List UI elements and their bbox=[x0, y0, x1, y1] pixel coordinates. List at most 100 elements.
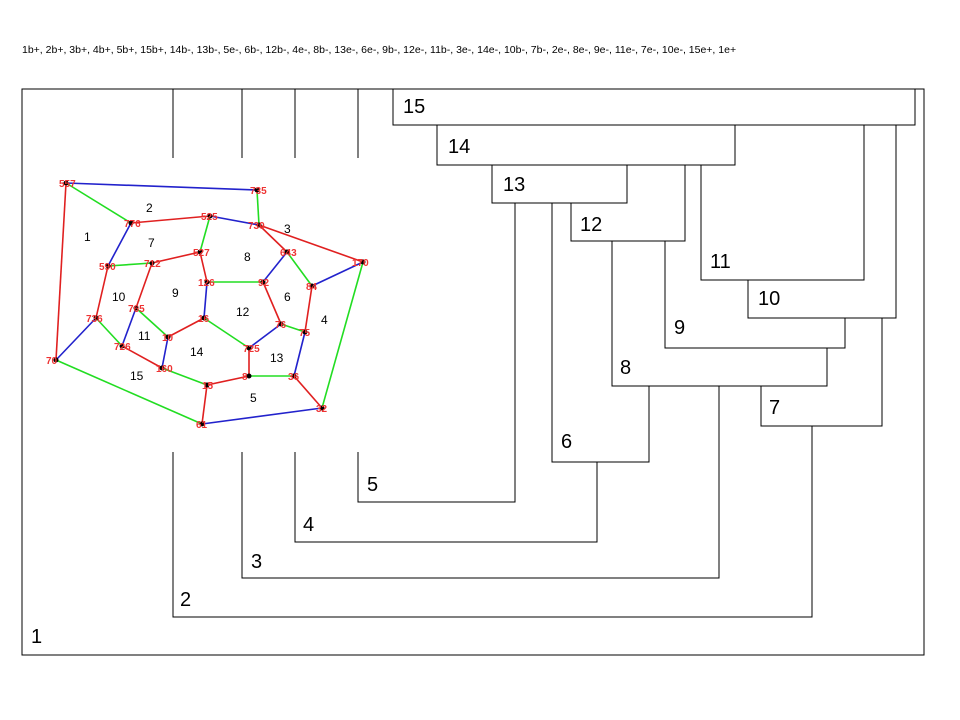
graph-edge bbox=[95, 265, 109, 319]
vertex-label: 8 bbox=[242, 372, 248, 383]
region-label-7: 7 bbox=[769, 397, 780, 419]
vertex bbox=[302, 329, 308, 335]
face-label-14: 14 bbox=[190, 345, 204, 359]
graph-edge bbox=[280, 323, 306, 333]
vertex bbox=[199, 421, 205, 427]
vertex bbox=[254, 187, 260, 193]
vertex-label: 160 bbox=[156, 364, 173, 375]
vertex bbox=[278, 321, 284, 327]
vertex bbox=[133, 305, 139, 311]
vertex bbox=[63, 180, 69, 186]
graph-edge bbox=[161, 336, 169, 369]
region-box-4 bbox=[294, 89, 598, 543]
vertex bbox=[204, 382, 210, 388]
region-box-10 bbox=[747, 125, 897, 319]
graph-edge bbox=[199, 251, 208, 283]
region-box-11 bbox=[700, 125, 865, 281]
graph-edge bbox=[151, 251, 201, 264]
graph-edge bbox=[95, 317, 123, 347]
region-label-5: 5 bbox=[367, 474, 378, 496]
region-box-5 bbox=[357, 89, 516, 503]
vertex-label: 16 bbox=[198, 314, 210, 325]
graph-edge bbox=[258, 224, 288, 253]
graph-edge bbox=[203, 281, 208, 319]
graph-edge bbox=[293, 331, 306, 377]
face-label-5: 5 bbox=[250, 391, 257, 405]
vertex bbox=[53, 357, 59, 363]
vertex bbox=[159, 365, 165, 371]
graph-edge bbox=[55, 317, 97, 361]
face-label-6: 6 bbox=[284, 290, 291, 304]
region-box-9 bbox=[664, 241, 846, 349]
vertex-label: 32 bbox=[316, 404, 328, 415]
vertex-label: 712 bbox=[144, 259, 161, 270]
vertex bbox=[204, 279, 210, 285]
region-box-13 bbox=[491, 165, 628, 204]
vertex bbox=[207, 213, 213, 219]
graph-edge bbox=[256, 189, 260, 226]
region-box-7 bbox=[760, 318, 883, 427]
graph-edge bbox=[130, 215, 211, 224]
region-box-2 bbox=[172, 89, 813, 618]
region-label-12: 12 bbox=[580, 214, 602, 236]
face-label-9: 9 bbox=[172, 286, 179, 300]
vertex-label: 75 bbox=[299, 328, 311, 339]
vertex bbox=[256, 222, 262, 228]
vertex bbox=[119, 343, 125, 349]
region-label-1: 1 bbox=[31, 626, 42, 648]
vertex bbox=[291, 373, 297, 379]
graph-edge bbox=[293, 375, 323, 409]
graph-drawing bbox=[55, 182, 364, 425]
vertex bbox=[260, 279, 266, 285]
face-label-2: 2 bbox=[146, 201, 153, 215]
graph-edge bbox=[55, 359, 203, 425]
vertex-label: 61 bbox=[196, 420, 208, 431]
region-label-15: 15 bbox=[403, 96, 425, 118]
region-label-2: 2 bbox=[180, 589, 191, 611]
region-label-14: 14 bbox=[448, 136, 470, 158]
vertex-label: 84 bbox=[306, 282, 318, 293]
graph-edge bbox=[107, 262, 153, 267]
region-box-12 bbox=[570, 165, 686, 242]
graph-edge bbox=[199, 215, 211, 253]
graph-edge bbox=[161, 367, 208, 386]
vertex-label: 725 bbox=[243, 344, 260, 355]
vertex-label: 170 bbox=[352, 258, 369, 269]
region-label-11: 11 bbox=[710, 251, 731, 273]
face-label-7: 7 bbox=[148, 236, 155, 250]
vertex bbox=[105, 263, 111, 269]
graph-edge bbox=[107, 222, 132, 267]
region-label-8: 8 bbox=[620, 357, 631, 379]
vertex-label: 776 bbox=[124, 219, 141, 230]
region-labels: 1 2 3 4 5 6 7 8 9 10 11 12 13 14 15 bbox=[31, 96, 780, 648]
graph-edge bbox=[206, 375, 250, 386]
vertex-label: 92 bbox=[258, 278, 270, 289]
vertex bbox=[309, 283, 315, 289]
vertex bbox=[197, 249, 203, 255]
vertex-label: 10 bbox=[162, 333, 174, 344]
face-label-11: 11 bbox=[138, 329, 151, 343]
graph-edge bbox=[121, 345, 163, 369]
vertex-label: 726 bbox=[114, 342, 131, 353]
vertex-label: 527 bbox=[193, 248, 210, 259]
face-label-10: 10 bbox=[112, 290, 126, 304]
vertex-label: 36 bbox=[288, 372, 300, 383]
vertex-label: 557 bbox=[59, 179, 76, 190]
vertex bbox=[284, 249, 290, 255]
vertex bbox=[246, 373, 252, 379]
face-labels: 1 2 3 4 5 6 7 8 9 10 11 12 13 14 15 bbox=[84, 201, 328, 405]
vertex-label: 76 bbox=[275, 320, 287, 331]
region-label-13: 13 bbox=[503, 174, 525, 196]
region-box-6 bbox=[551, 203, 650, 463]
face-label-1: 1 bbox=[84, 230, 91, 244]
vertex-label: 15 bbox=[202, 381, 214, 392]
region-label-4: 4 bbox=[303, 514, 314, 536]
vertex bbox=[93, 315, 99, 321]
graph-edge bbox=[65, 182, 258, 191]
vertex-label: 70 bbox=[46, 356, 58, 367]
graph-edge bbox=[258, 224, 364, 263]
vertex-label: 643 bbox=[280, 248, 297, 259]
vertex-label: 126 bbox=[198, 278, 215, 289]
face-label-12: 12 bbox=[236, 305, 250, 319]
